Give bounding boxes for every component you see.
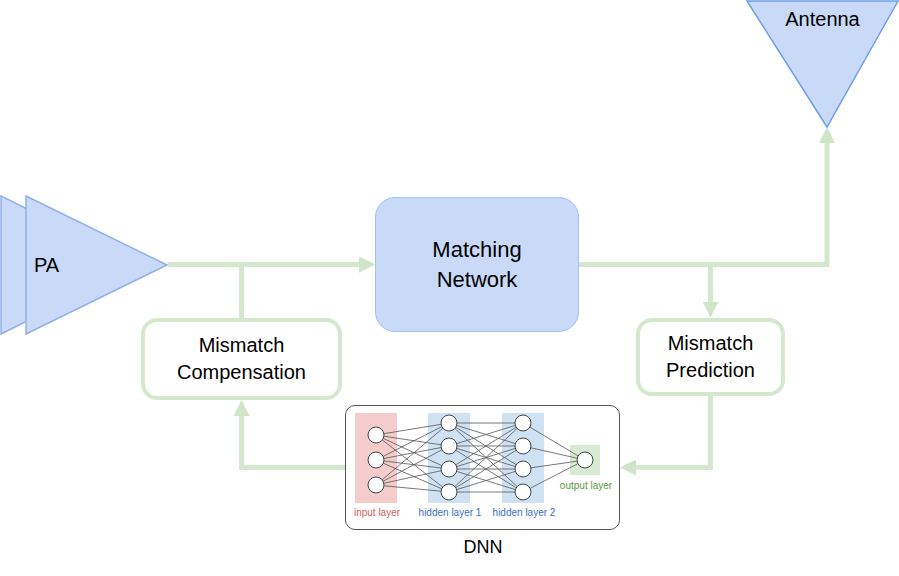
- node-label: Matching Network: [412, 235, 542, 294]
- synapse-line: [449, 423, 523, 424]
- neuron-circle: [577, 452, 593, 468]
- neuron-circle: [515, 415, 531, 431]
- amplifier-symbol: PA: [0, 195, 168, 335]
- layer-label: output layer: [560, 480, 612, 492]
- neuron-circle: [441, 461, 457, 477]
- synapse-line: [376, 469, 449, 485]
- synapse-line: [376, 446, 449, 485]
- synapse-line: [449, 423, 523, 469]
- amplifier-triangles: [0, 195, 168, 335]
- neuron-circle: [515, 484, 531, 500]
- prediction-box: Mismatch Prediction: [636, 318, 785, 396]
- signal-arrow: [579, 139, 827, 265]
- neuron-circle: [441, 484, 457, 500]
- neuron-circle: [515, 438, 531, 454]
- neuron-circle: [441, 438, 457, 454]
- neuron-circle: [368, 452, 384, 468]
- compensation-box: Mismatch Compensation: [141, 318, 342, 400]
- signal-arrow: [579, 265, 711, 306]
- synapse-line: [376, 446, 449, 460]
- synapse-line: [449, 446, 523, 492]
- layer-label: hidden layer 1: [419, 507, 482, 519]
- neuron-circle: [368, 477, 384, 493]
- layer-band: [355, 413, 397, 503]
- layer-band: [570, 445, 600, 475]
- synapse-line: [449, 423, 523, 469]
- synapse-line: [376, 435, 449, 492]
- synapse-line: [376, 423, 449, 485]
- dnn-box: input layer hidden layer 1 hidden layer 2 o…: [345, 405, 620, 530]
- layer-label: input layer: [354, 507, 400, 519]
- synapse-line: [449, 469, 523, 492]
- signal-arrow: [242, 412, 346, 468]
- synapse-line: [523, 423, 585, 460]
- synapse-line: [449, 446, 523, 492]
- node-label: Antenna: [785, 6, 860, 33]
- layer-band: [502, 413, 544, 503]
- node-label: PA: [34, 252, 59, 279]
- antenna-symbol: Antenna: [746, 0, 899, 128]
- signal-arrow: [632, 396, 711, 468]
- dnn-title: DNN: [464, 537, 503, 559]
- layer-band: [428, 413, 470, 503]
- amplifier-triangle: [26, 196, 167, 334]
- synapse-line: [449, 492, 523, 493]
- synapse-line: [449, 423, 523, 492]
- node-label: Mismatch Prediction: [648, 330, 773, 384]
- synapse-line: [449, 423, 523, 492]
- layer-label: hidden layer 2: [493, 507, 556, 519]
- antenna-outline: [747, 1, 898, 127]
- node-label: Mismatch Compensation: [154, 332, 329, 386]
- synapse-line: [449, 423, 523, 446]
- synapse-line: [523, 446, 585, 460]
- neuron-circle: [441, 415, 457, 431]
- neuron-circle: [368, 427, 384, 443]
- synapse-line: [376, 423, 449, 435]
- synapse-line: [449, 469, 523, 492]
- signal-arrow: [242, 265, 364, 319]
- synapse-line: [449, 423, 523, 446]
- synapse-line: [376, 485, 449, 492]
- matching-network-box: Matching Network: [375, 197, 579, 332]
- neuron-circle: [515, 461, 531, 477]
